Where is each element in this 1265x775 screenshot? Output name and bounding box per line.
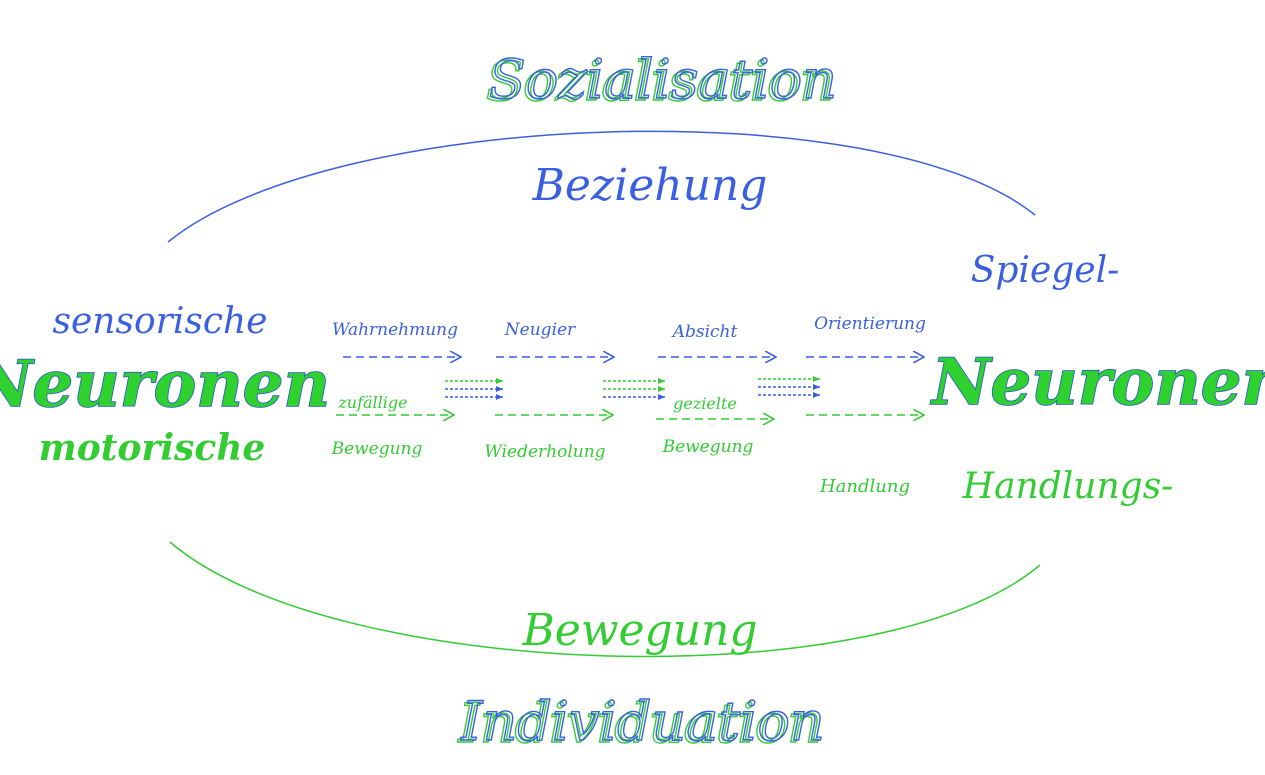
connector-group-3 xyxy=(758,376,820,398)
social-arc xyxy=(167,130,1036,243)
top-subtitle: Beziehung xyxy=(532,160,768,211)
green-bottom-label-4: Handlung xyxy=(819,476,910,497)
green-bottom-label-1: Bewegung xyxy=(331,439,423,459)
left-main-label: Neuronen xyxy=(0,347,330,422)
left-top-label: sensorische xyxy=(53,301,268,342)
connector-group-1 xyxy=(445,378,503,400)
green-bottom-label-2: Wiederholung xyxy=(484,442,605,462)
top-title: Sozialisation xyxy=(486,50,834,113)
blue-label-4: Orientierung xyxy=(814,314,926,334)
green-bottom-label-3: Bewegung xyxy=(662,437,754,457)
blue-label-2: Neugier xyxy=(504,320,576,340)
green-label-gezielte: gezielte xyxy=(673,394,737,413)
bottom-title-overlay: Individuation xyxy=(460,690,825,753)
bottom-subtitle: Bewegung xyxy=(521,605,757,656)
right-bottom-label: Handlungs- xyxy=(962,466,1174,507)
left-bottom-label: motorische xyxy=(39,427,266,469)
connector-group-2 xyxy=(603,378,665,400)
individual-arc xyxy=(169,541,1041,658)
right-main-label: Neuronen xyxy=(930,345,1265,420)
top-title-overlay: Sozialisation xyxy=(489,48,837,111)
green-label-zufaellige: zufällige xyxy=(337,393,407,412)
right-top-label: Spiegel- xyxy=(971,250,1120,291)
bottom-title: Individuation xyxy=(457,692,822,755)
blue-label-3: Absicht xyxy=(671,322,738,342)
blue-label-1: Wahrnehmung xyxy=(332,320,458,340)
